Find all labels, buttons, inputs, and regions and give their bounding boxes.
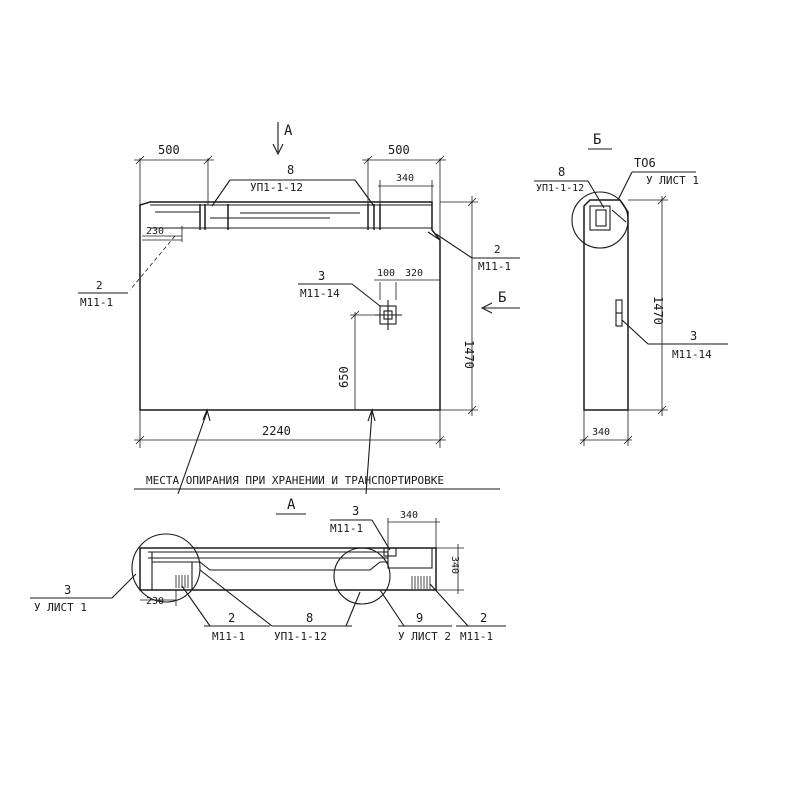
view-a-c2r-ref: М11-1	[460, 630, 493, 643]
support-arrows	[177, 408, 376, 495]
view-b-callout-3-ref: М11-14	[672, 348, 712, 361]
detail-circle-left	[131, 533, 201, 603]
dim-label-100: 100	[377, 268, 395, 279]
top-beam	[150, 204, 432, 229]
view-a-title: А	[287, 497, 296, 513]
callout-2-left-ref: М11-1	[80, 296, 113, 309]
view-b-callout-6-ref: У ЛИСТ 1	[646, 174, 699, 187]
panel-outline	[139, 201, 441, 411]
dim-label-500-right: 500	[388, 143, 410, 157]
dim-1470: 1470	[440, 196, 478, 416]
dim-label-1470: 1470	[462, 340, 476, 369]
view-a-callout-3-ref: М11-1	[330, 522, 363, 535]
top-view-outline	[139, 547, 437, 591]
dim-label-230: 230	[146, 226, 164, 237]
callout-2-right: 2 М11-1	[435, 233, 520, 273]
view-b-dim-340: 340	[592, 427, 610, 438]
section-label-b: Б	[498, 290, 506, 306]
side-outline	[583, 199, 629, 411]
section-label-a: А	[284, 123, 293, 139]
view-b-callout-6-number: ТО6	[634, 156, 656, 170]
view-a-dim-340: 340	[400, 510, 418, 521]
view-b-title: Б	[593, 132, 601, 148]
view-b-callout-8-ref: УП1-1-12	[536, 183, 584, 194]
callout-8-number: 8	[287, 163, 294, 177]
support-note-text: МЕСТА ОПИРАНИЯ ПРИ ХРАНЕНИИ И ТРАНСПОРТИ…	[146, 474, 444, 487]
support-note: МЕСТА ОПИРАНИЯ ПРИ ХРАНЕНИИ И ТРАНСПОРТИ…	[134, 474, 500, 490]
view-a-c2-ref: М11-1	[212, 630, 245, 643]
front-view: 500 500 340 А 8 УП1-1-12	[78, 122, 520, 495]
callout-3-ref: М11-14	[300, 287, 340, 300]
section-arrow-b: Б	[480, 290, 520, 314]
dim-label-340: 340	[396, 173, 414, 184]
dim-label-650: 650	[337, 366, 351, 388]
callout-3-main: 3 М11-14 100 320	[298, 268, 440, 307]
view-b-callout-8-number: 8	[558, 165, 565, 179]
view-a-left-ref: У ЛИСТ 1	[34, 601, 87, 614]
dim-230: 230	[142, 226, 183, 242]
view-b-dim-1470: 1470	[651, 296, 665, 325]
view-a-dim-340-vertical: 340	[449, 556, 460, 574]
dim-500-right: 500 340	[362, 143, 446, 240]
view-a-c8-ref: УП1-1-12	[274, 630, 327, 643]
view-a-left-number: 3	[64, 583, 71, 597]
view-a-callout-3-number: 3	[352, 504, 359, 518]
view-b-callout-3-number: 3	[690, 329, 697, 343]
side-view-b: Б 8 УП1-1-12 ТО6 У ЛИСТ 1 1470 3 М11-14	[534, 132, 728, 446]
callout-2-left: 2 М11-1	[78, 235, 176, 309]
callout-2-right-number: 2	[494, 243, 501, 256]
callout-8-ref: УП1-1-12	[250, 181, 303, 194]
callout-2-right-ref: М11-1	[478, 260, 511, 273]
view-a-c2-number: 2	[228, 611, 235, 625]
dim-2240: 2240	[134, 410, 446, 448]
view-a-c9-number: 9	[416, 611, 423, 625]
view-a-c8-number: 8	[306, 611, 313, 625]
view-a-c9-ref: У ЛИСТ 2	[398, 630, 451, 643]
view-a-dim-230: 230	[146, 596, 164, 607]
callout-2-left-number: 2	[96, 279, 103, 292]
detail-circle-b	[571, 191, 629, 249]
callout-3-number: 3	[318, 269, 325, 283]
section-arrow-a: А	[272, 122, 293, 156]
dim-label-2240: 2240	[262, 424, 291, 438]
dim-650: 650	[337, 310, 380, 410]
view-a-c2r-number: 2	[480, 611, 487, 625]
dim-500-left: 500	[134, 143, 214, 205]
dim-label-320: 320	[405, 268, 423, 279]
callout-8-top: 8 УП1-1-12	[211, 163, 375, 207]
detail-circle-right	[333, 547, 391, 605]
top-view-a: А 3 М11-1	[30, 497, 506, 643]
dim-label-500-left: 500	[158, 143, 180, 157]
